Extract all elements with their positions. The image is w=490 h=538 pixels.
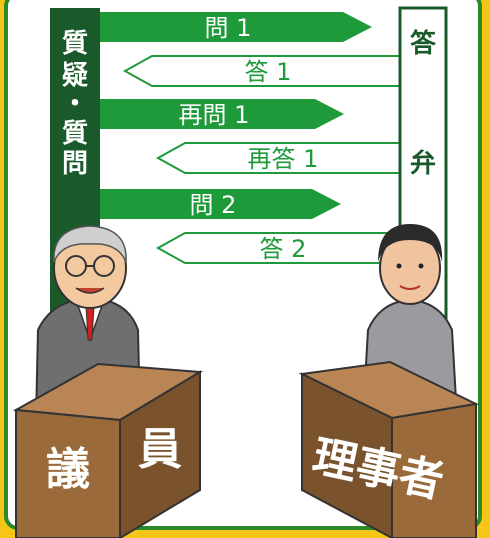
questioner-char: 質	[62, 29, 88, 59]
arrow-label: 答 2	[260, 235, 307, 263]
official-podium: 理事者	[298, 360, 480, 538]
questioner-char: ・	[62, 89, 88, 119]
arrow-question-2: 再問 1	[100, 99, 344, 129]
council-member-podium: 議 員	[12, 362, 204, 538]
arrow-label: 問 1	[205, 14, 252, 42]
arrow-label: 再問 1	[179, 101, 250, 129]
questioner-char: 問	[62, 149, 88, 179]
questioner-char: 疑	[62, 61, 88, 91]
arrow-label: 答 1	[245, 58, 292, 86]
arrow-answer-3: 答 2	[155, 232, 401, 264]
arrow-label: 問 2	[190, 191, 237, 219]
arrow-label: 再答 1	[248, 145, 319, 173]
podium-label: 員	[138, 424, 182, 475]
arrow-question-3: 問 2	[100, 189, 341, 219]
answerer-char: 弁	[410, 148, 436, 179]
podium-label: 議	[46, 444, 90, 495]
arrow-answer-1: 答 1	[122, 55, 401, 87]
questioner-char: 質	[62, 119, 88, 149]
arrow-question-1: 問 1	[100, 12, 372, 42]
answerer-char: 答	[410, 28, 437, 59]
arrow-answer-2: 再答 1	[155, 142, 401, 174]
